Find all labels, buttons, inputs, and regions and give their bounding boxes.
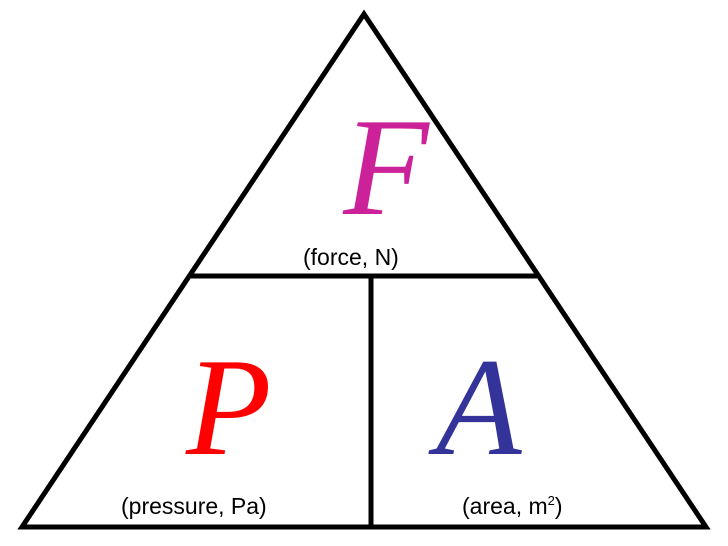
pressure-caption: (pressure, Pa) [121,493,267,519]
area-caption-superscript: 2 [547,493,555,508]
area-caption-main: (area, m [462,493,548,519]
triangle-border [17,9,711,530]
force-symbol: F [343,90,429,245]
force-caption: (force, N) [303,244,399,270]
area-caption: (area, m2) [462,493,563,519]
area-caption-end: ) [554,493,563,519]
pressure-symbol: P [186,330,272,485]
area-symbol: A [436,330,522,485]
